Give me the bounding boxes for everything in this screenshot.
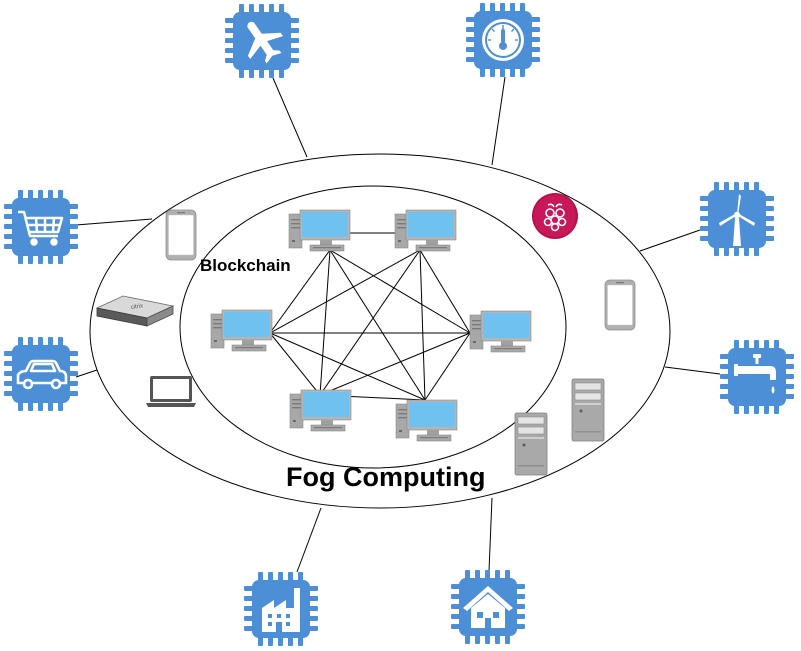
tower-server-icon [571,378,605,442]
thermometer-chip [466,3,540,77]
thermometer-icon [482,19,524,61]
blockchain-node-6 [395,399,458,442]
car-chip [4,337,78,411]
laptop-icon [146,376,196,407]
smartphone-icon [165,209,197,261]
mesh-link-node-1-node-4 [329,249,471,334]
car-icon [16,359,68,390]
smartphone-icon [604,279,636,331]
mesh-link-node-2-node-4 [419,249,471,334]
blockchain-label: Blockchain [200,256,291,275]
shopping-cart-icon [18,210,64,246]
mesh-link-node-1-node-6 [329,249,426,401]
blockchain-layer-ellipse [179,185,567,469]
airplane-icon [247,21,283,64]
factory-icon [262,588,300,632]
mesh-link-node-2-node-5 [319,249,421,396]
house-icon [463,586,513,628]
blockchain-node-2 [394,209,457,252]
blockchain-node-3 [210,309,273,352]
mesh-link-node-2-node-6 [419,249,426,401]
blockchain-node-1 [288,209,351,252]
wind-turbine-icon [719,194,755,246]
airplane-chip [225,4,299,78]
factory-chip [244,572,318,646]
mesh-link-node-1-node-3 [269,249,331,334]
blockchain-node-4 [469,310,532,353]
mesh-link-node-4-node-5 [319,332,471,396]
raspberry-pi-icon [532,193,578,239]
rack-server-icon: citrix [95,295,175,327]
mesh-link-node-3-node-6 [269,332,426,401]
mesh-link-node-1-node-5 [319,249,331,396]
tower-server-icon [514,412,548,476]
fog-computing-label: Fog Computing [286,462,485,492]
mesh-link-node-3-node-5 [269,332,321,396]
shopping-cart-chip [4,190,78,264]
svg-text:citrix: citrix [130,303,143,311]
iot-links [75,76,721,573]
water-tap-chip [720,340,794,414]
house-chip [451,570,525,644]
mesh-link-node-4-node-6 [424,332,471,401]
blockchain-node-5 [289,389,352,432]
wind-turbine-chip [700,182,774,256]
water-tap-icon [734,354,776,394]
mesh-link-node-2-node-3 [269,249,421,334]
blockchain-mesh-links [269,232,471,401]
